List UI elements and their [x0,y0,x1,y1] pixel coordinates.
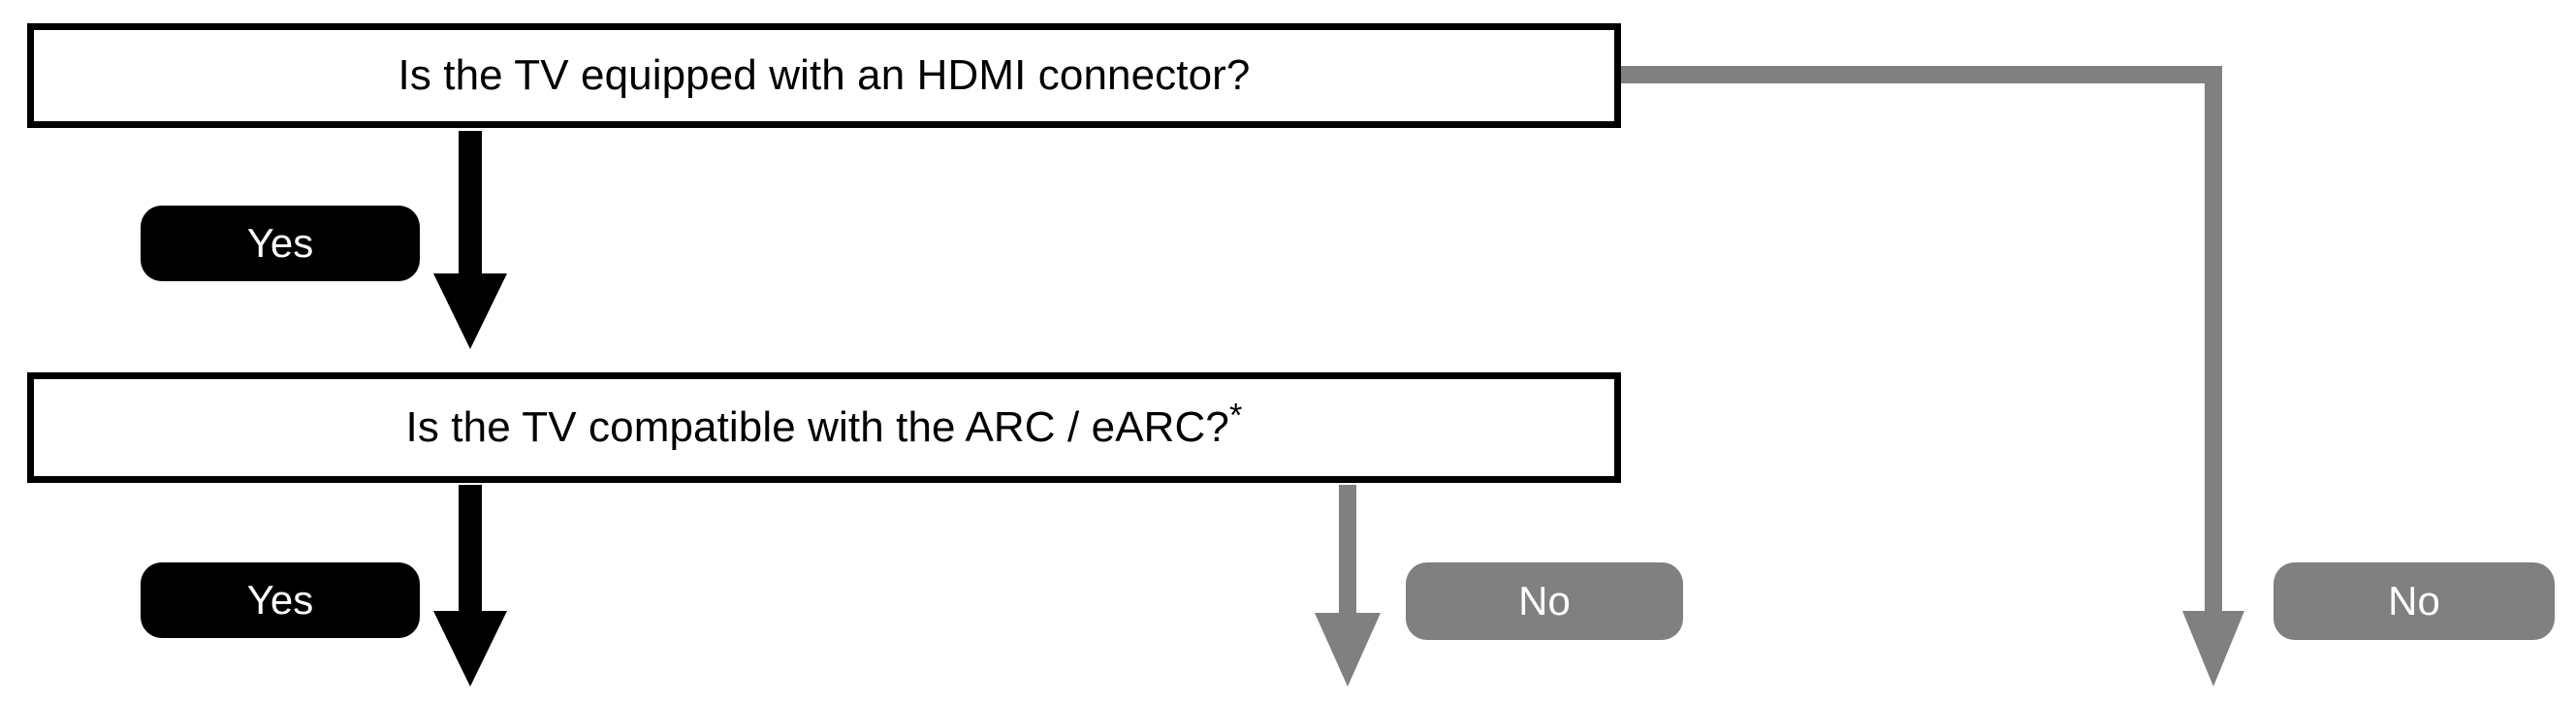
decision-box-arc-compatible[interactable]: Is the TV compatible with the ARC / eARC… [27,372,1621,483]
branch-label-no-arc[interactable]: No [1406,562,1683,640]
branch-label-no-arc-text: No [1518,578,1571,624]
decision-box-arc-label-main: Is the TV compatible with the ARC / eARC… [405,402,1229,451]
connector-hdmi-yes-arrow [433,131,507,349]
connector-arc-yes-arrow [433,485,507,687]
decision-box-arc-label: Is the TV compatible with the ARC / eARC… [405,399,1243,451]
connector-hdmi-no-arrow [1621,66,2244,687]
branch-label-no-hdmi-text: No [2388,578,2440,624]
branch-label-no-hdmi[interactable]: No [2274,562,2555,640]
branch-label-yes-hdmi-text: Yes [246,220,314,266]
branch-label-yes-arc-text: Yes [246,577,314,623]
decision-box-hdmi-label: Is the TV equipped with an HDMI connecto… [398,50,1251,99]
branch-label-yes-arc[interactable]: Yes [141,562,420,638]
branch-label-yes-hdmi[interactable]: Yes [141,206,420,281]
decision-box-hdmi-connector[interactable]: Is the TV equipped with an HDMI connecto… [27,23,1621,128]
footnote-asterisk-marker: * [1229,397,1243,434]
connector-arc-no-arrow [1315,485,1381,687]
